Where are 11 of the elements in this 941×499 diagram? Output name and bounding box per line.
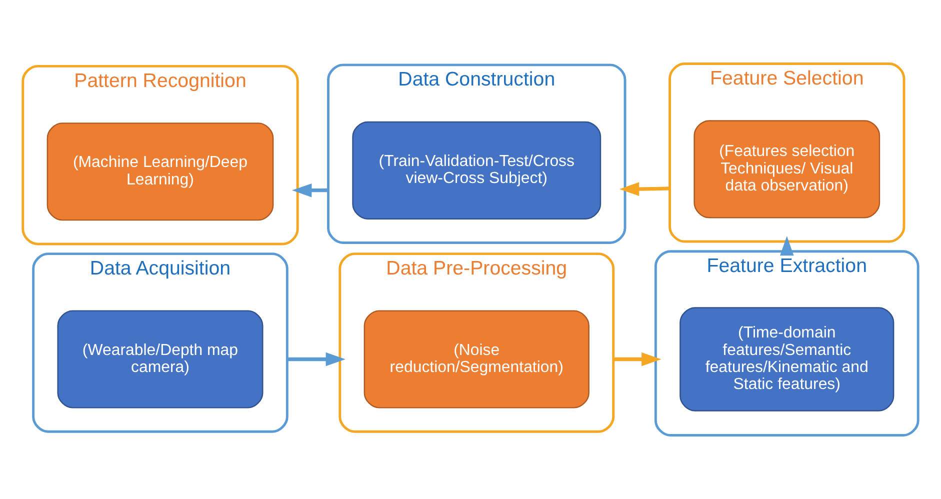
arrow — [287, 352, 346, 366]
arrow — [613, 352, 662, 366]
node-box: (Time-domain features/Semantic features/Kinematic and Static features) — [680, 307, 894, 412]
node-box: (Machine Learning/Deep Learning) — [46, 122, 274, 221]
node-box: (Features selection Techniques/ Visual data observation) — [694, 120, 880, 218]
arrow — [780, 236, 794, 256]
node-box: (Train-Validation-Test/Cross view-Cross Subject) — [352, 121, 602, 220]
arrow — [619, 182, 670, 196]
node-box: (Wearable/Depth map camera) — [57, 310, 264, 408]
node-box: (Noise reduction/Segmentation) — [364, 310, 590, 408]
arrow — [292, 183, 328, 198]
